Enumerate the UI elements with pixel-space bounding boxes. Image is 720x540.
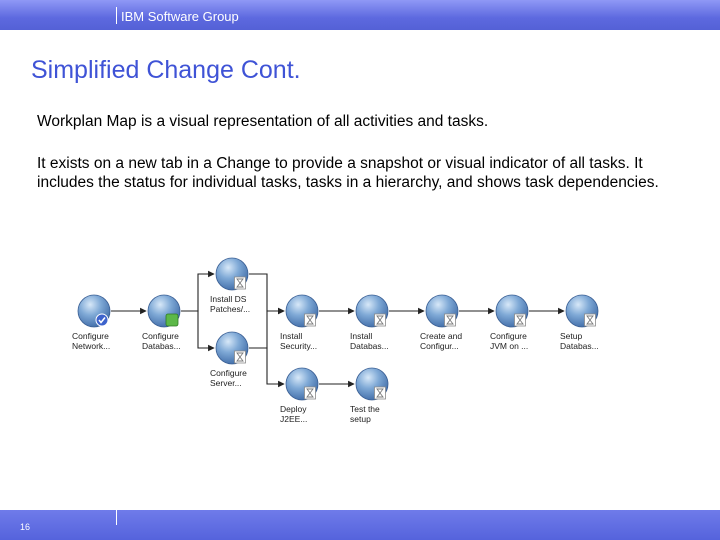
hourglass-glyph bbox=[306, 315, 314, 325]
group-label: IBM Software Group bbox=[121, 9, 239, 24]
task-label-line2: Patches/... bbox=[210, 304, 250, 314]
task-label-line1: Install DS bbox=[210, 294, 247, 304]
paragraph-2: It exists on a new tab in a Change to pr… bbox=[37, 155, 659, 191]
task-node-n4[interactable]: ConfigureServer... bbox=[210, 331, 249, 388]
task-label-line2: Security... bbox=[280, 341, 317, 351]
task-label-line1: Install bbox=[350, 331, 372, 341]
slide-title: Simplified Change Cont. bbox=[31, 56, 301, 84]
task-label-line1: Configure bbox=[490, 331, 527, 341]
task-label-line1: Setup bbox=[560, 331, 582, 341]
task-label-line2: Databas... bbox=[350, 341, 389, 351]
task-label-line2: Server... bbox=[210, 378, 242, 388]
task-node-n7[interactable]: Create andConfigur... bbox=[420, 294, 462, 351]
task-node-n10[interactable]: DeployJ2EE... bbox=[280, 367, 319, 424]
task-node-n3[interactable]: Install DSPatches/... bbox=[210, 257, 250, 314]
task-label-line2: Databas... bbox=[142, 341, 181, 351]
header-bar: IBM Software Group bbox=[0, 0, 720, 30]
task-label-line2: setup bbox=[350, 414, 371, 424]
task-label-line1: Configure bbox=[210, 368, 247, 378]
task-label-line1: Create and bbox=[420, 331, 462, 341]
task-label-line1: Configure bbox=[72, 331, 109, 341]
task-label-line1: Test the bbox=[350, 404, 380, 414]
task-label-line1: Deploy bbox=[280, 404, 307, 414]
task-label-line1: Install bbox=[280, 331, 302, 341]
task-label-line2: Configur... bbox=[420, 341, 459, 351]
dependency-arrow-n2-n4 bbox=[181, 310, 215, 352]
hourglass-glyph bbox=[236, 278, 244, 288]
hourglass-glyph bbox=[516, 315, 524, 325]
hourglass-glyph bbox=[586, 315, 594, 325]
dependency-arrow-n3-n5 bbox=[249, 273, 285, 315]
footer-separator bbox=[116, 510, 117, 525]
task-node-n1[interactable]: ConfigureNetwork... bbox=[72, 294, 111, 351]
dependency-arrow-n4-n10 bbox=[249, 347, 285, 388]
hourglass-glyph bbox=[376, 315, 384, 325]
task-label-line1: Configure bbox=[142, 331, 179, 341]
checkmark-icon bbox=[95, 313, 109, 327]
task-node-n2[interactable]: ConfigureDatabas... bbox=[142, 294, 181, 351]
task-label-line2: Network... bbox=[72, 341, 110, 351]
paragraph-1: Workplan Map is a visual representation … bbox=[37, 113, 489, 130]
task-label-line2: JVM on ... bbox=[490, 341, 528, 351]
checkmark-glyph bbox=[98, 317, 106, 324]
task-label-line2: Databas... bbox=[560, 341, 599, 351]
hourglass-glyph bbox=[236, 352, 244, 362]
task-label-line2: J2EE... bbox=[280, 414, 307, 424]
footer-bar: 16 bbox=[0, 510, 720, 540]
hourglass-glyph bbox=[376, 388, 384, 398]
header-separator bbox=[116, 7, 117, 24]
in-progress-icon bbox=[165, 313, 179, 327]
hourglass-glyph bbox=[446, 315, 454, 325]
dependency-arrow-n4-n5 bbox=[249, 307, 285, 349]
task-node-n5[interactable]: InstallSecurity... bbox=[280, 294, 319, 351]
page-number: 16 bbox=[20, 522, 31, 532]
task-node-n6[interactable]: InstallDatabas... bbox=[350, 294, 389, 351]
hourglass-glyph bbox=[306, 388, 314, 398]
task-node-n9[interactable]: SetupDatabas... bbox=[560, 294, 599, 351]
